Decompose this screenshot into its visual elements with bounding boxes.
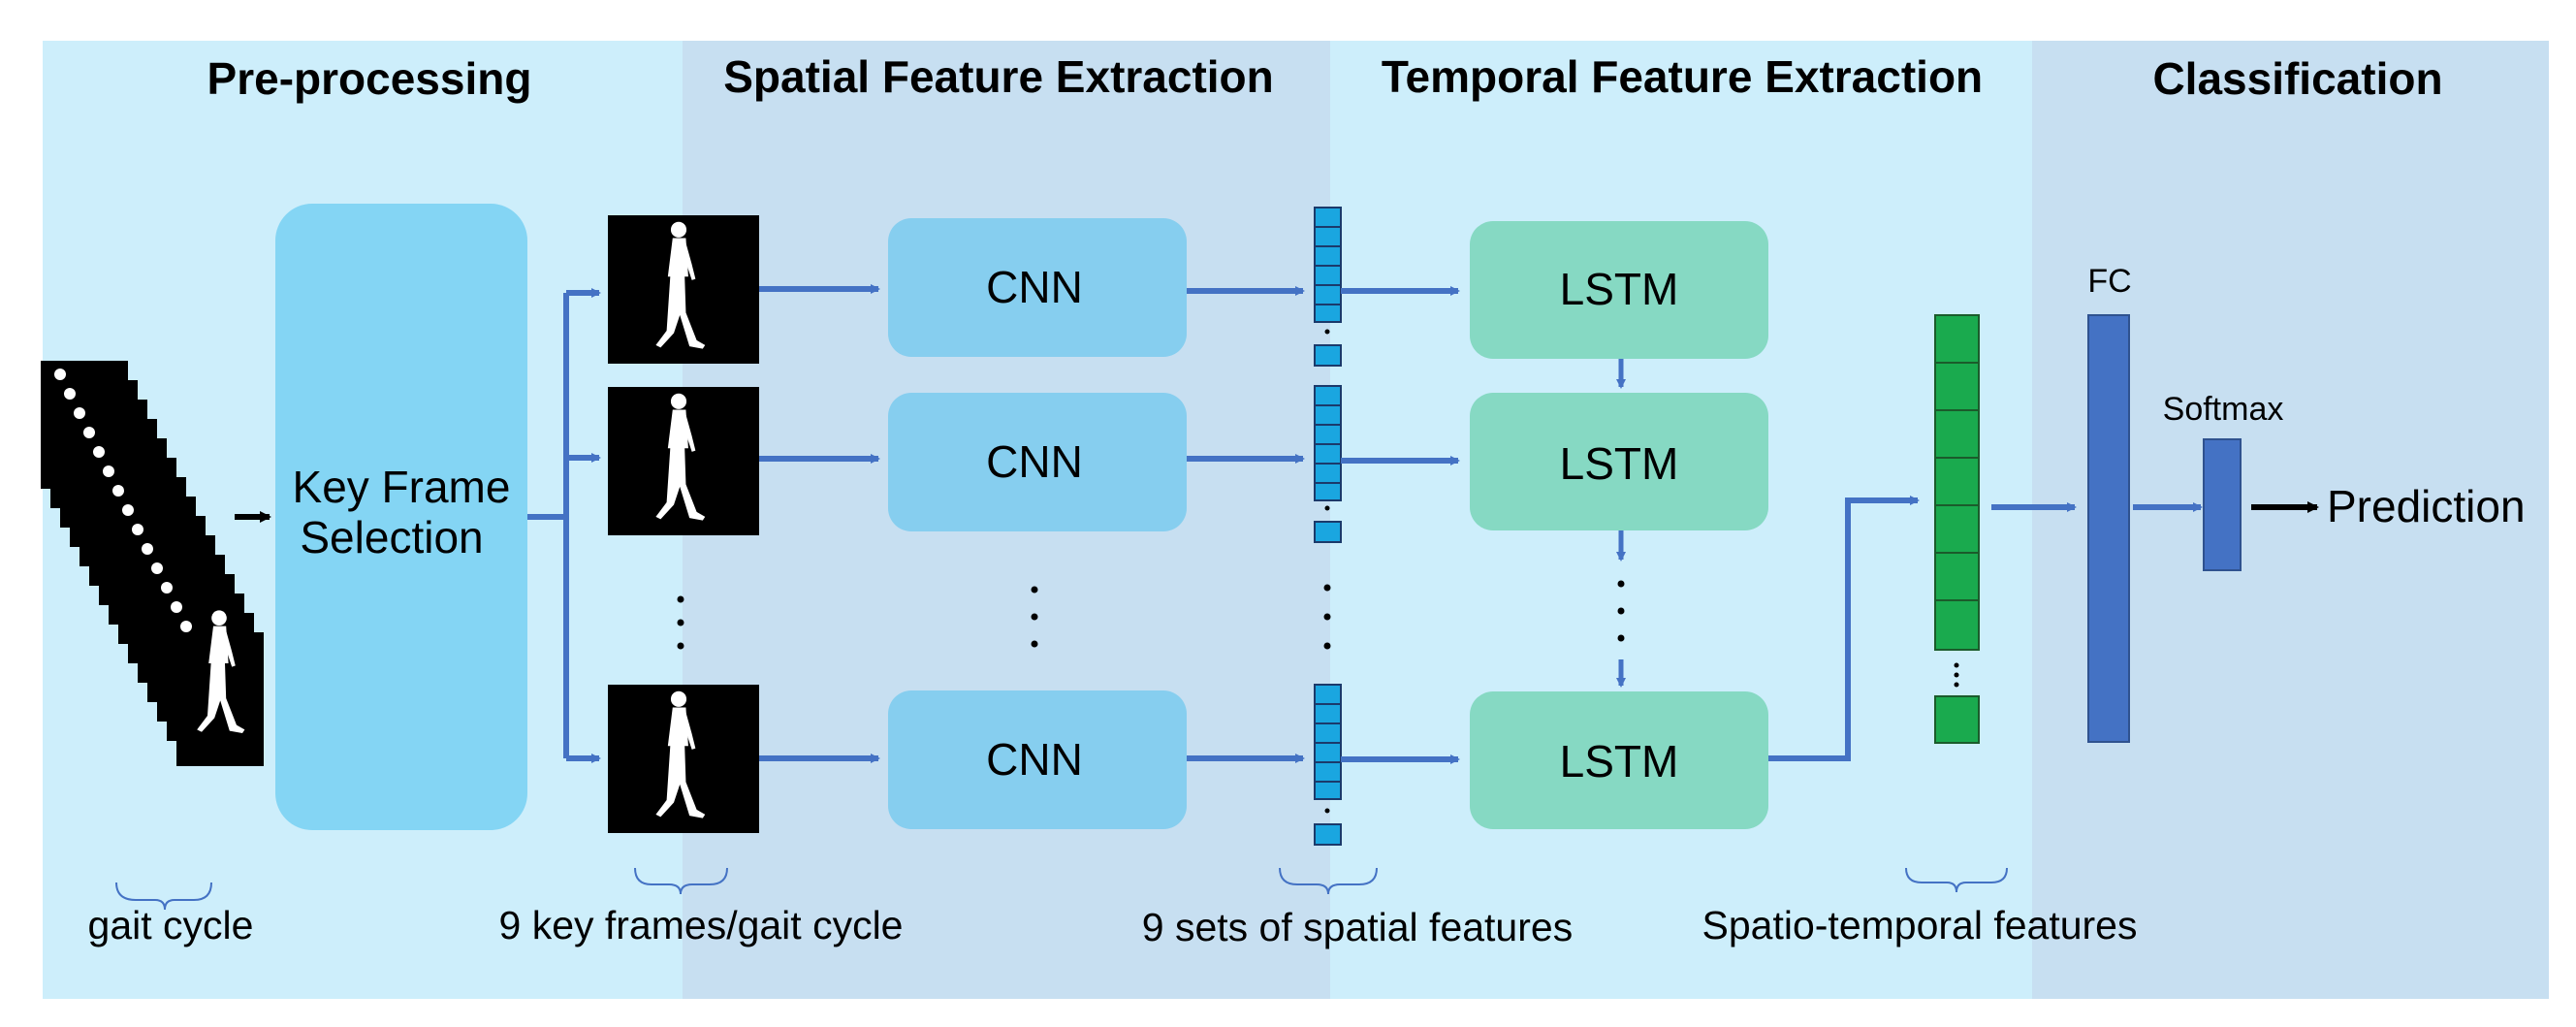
lstm-label: LSTM xyxy=(1560,438,1679,489)
cnn-label: CNN xyxy=(986,262,1083,312)
lstm-label: LSTM xyxy=(1560,264,1679,314)
key-frame-1 xyxy=(608,215,759,364)
curly-brace-icon xyxy=(115,882,212,911)
lstm-ellipsis xyxy=(1617,580,1625,642)
caption-spatio-temporal: Spatio-temporal features xyxy=(1702,903,2138,947)
section-title-classification: Classification xyxy=(2152,53,2442,104)
section-title-temporal: Temporal Feature Extraction xyxy=(1382,51,1983,102)
cnn-label: CNN xyxy=(986,734,1083,785)
cnn-block-9: CNN xyxy=(888,690,1187,829)
lstm-block-2: LSTM xyxy=(1470,393,1768,530)
arrow-lstm-to-spatiotemporal xyxy=(1768,496,1920,761)
caption-gait-cycle: gait cycle xyxy=(88,903,254,947)
curly-brace-icon xyxy=(634,867,728,895)
key-frame-selection-label-line1: Key Frame xyxy=(293,462,511,512)
key-frame-ellipsis xyxy=(677,595,684,650)
spatio-temporal-dots xyxy=(1954,662,1959,688)
fc-layer-bar xyxy=(2087,314,2130,743)
feature-vector-dots xyxy=(1323,329,1331,814)
cnn-label: CNN xyxy=(986,436,1083,487)
fan-out-connector xyxy=(527,288,601,763)
key-frame-2 xyxy=(608,387,759,535)
key-frame-9 xyxy=(608,685,759,833)
spatial-feature-vector-2 xyxy=(1314,385,1342,543)
caption-spatial-sets: 9 sets of spatial features xyxy=(1142,905,1573,949)
key-frame-selection-box xyxy=(275,204,527,830)
spatial-feature-vector-1 xyxy=(1314,207,1342,367)
lstm-block-9: LSTM xyxy=(1470,691,1768,829)
curly-brace-icon xyxy=(1905,867,2008,893)
gait-cycle-frame-stack xyxy=(41,361,264,766)
fc-label: FC xyxy=(2087,263,2131,300)
softmax-layer-bar xyxy=(2203,438,2242,571)
section-title-preprocessing: Pre-processing xyxy=(207,53,532,104)
key-frame-selection-label-line2: Selection xyxy=(300,512,483,562)
section-title-spatial: Spatial Feature Extraction xyxy=(723,51,1274,102)
softmax-label: Softmax xyxy=(2163,391,2284,428)
cnn-ellipsis xyxy=(1031,586,1038,648)
spatial-feature-vector-9 xyxy=(1314,684,1342,846)
lstm-label: LSTM xyxy=(1560,736,1679,786)
prediction-label: Prediction xyxy=(2327,481,2526,531)
cnn-block-1: CNN xyxy=(888,218,1187,357)
lstm-block-1: LSTM xyxy=(1470,221,1768,359)
curly-brace-icon xyxy=(1279,867,1378,895)
cnn-block-2: CNN xyxy=(888,393,1187,531)
caption-key-frames: 9 key frames/gait cycle xyxy=(499,903,904,947)
spatio-temporal-feature-vector xyxy=(1934,314,1980,744)
